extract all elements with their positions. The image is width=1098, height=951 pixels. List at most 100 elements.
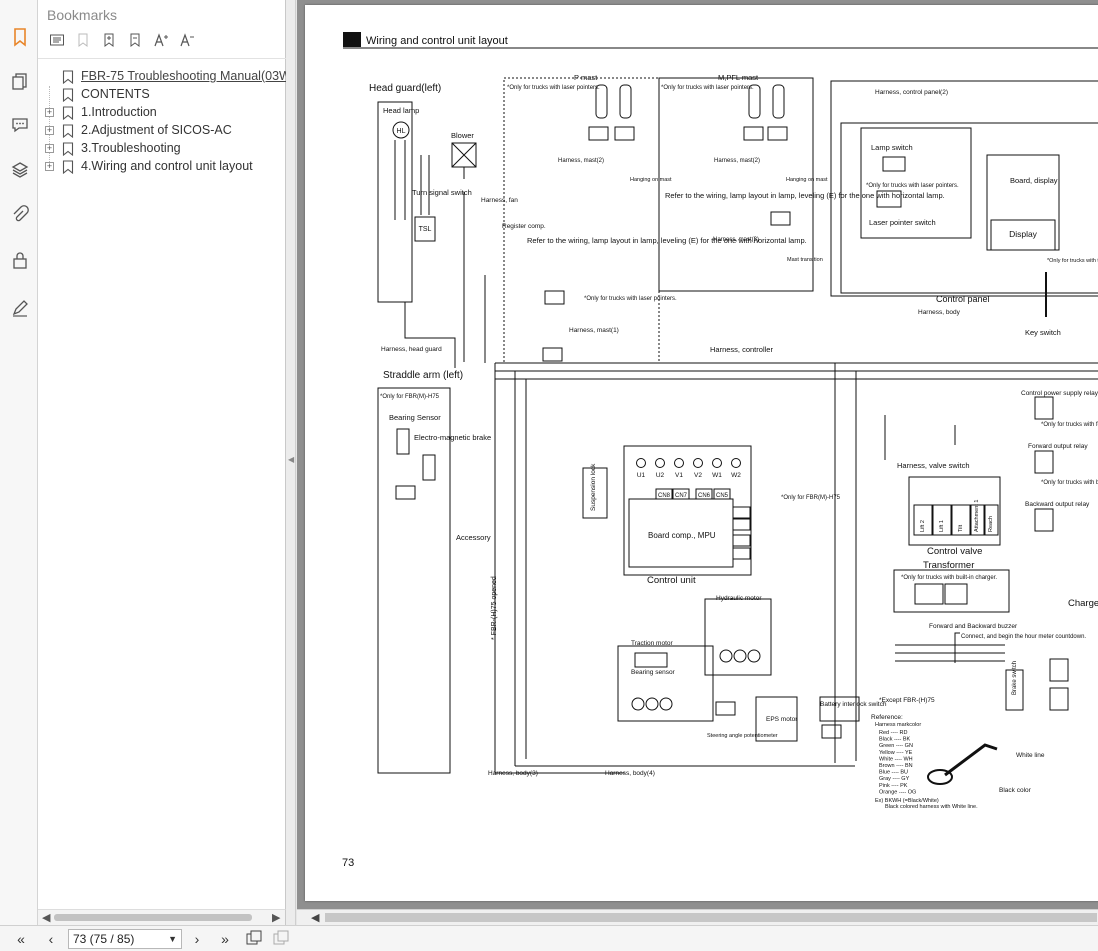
diagram-label: Straddle arm (left)	[383, 370, 463, 381]
bookmark-collapse-icon[interactable]	[124, 29, 146, 51]
expand-icon[interactable]: +	[45, 161, 54, 171]
diagram-label: Forward and Backward buzzer	[929, 623, 1018, 630]
bookmark-item[interactable]: CONTENTS	[38, 86, 286, 104]
connector-label: CN7	[675, 493, 688, 499]
panel-toolbar	[46, 29, 198, 51]
doc-scroll-left-icon[interactable]: ◀	[311, 912, 320, 924]
pages-icon[interactable]	[7, 68, 33, 94]
bookmark-icon	[62, 142, 74, 156]
bookmark-icon	[62, 124, 74, 138]
scroll-right-icon[interactable]: ▶	[272, 912, 281, 924]
terminal-circle	[636, 458, 646, 468]
diagram-label: Hanging on mast	[630, 177, 672, 183]
bookmark-label: 1.Introduction	[81, 105, 157, 119]
diagram-label: *Only for trucks with laser pointers.	[866, 183, 959, 189]
fit-page-icon[interactable]	[243, 930, 265, 948]
next-page-icon[interactable]: ›	[194, 931, 200, 947]
color-code: Black ---- BK	[879, 737, 911, 743]
diagram-label: P mast	[574, 73, 598, 82]
diagram-label: Reference:	[871, 714, 903, 721]
bookmark-item[interactable]: +1.Introduction	[38, 104, 286, 122]
diagram-label: Harness, control panel(2)	[875, 89, 948, 96]
diagram-label: Lamp switch	[871, 143, 913, 152]
options-icon[interactable]	[46, 29, 68, 51]
terminal-label: U2	[656, 472, 665, 479]
color-code: Yellow ---- YE	[879, 750, 913, 756]
diagram-label: Backward output relay	[1025, 501, 1090, 508]
diagram-label: Harness, mast(2)	[558, 158, 604, 164]
diagram-label: Harness, head guard	[381, 346, 442, 353]
diagram-label: Charger	[1068, 598, 1098, 609]
color-code: Brown ---- BN	[879, 763, 913, 769]
color-code: Red ---- RD	[879, 730, 907, 736]
bookmarks-icon[interactable]	[7, 24, 33, 50]
scroll-thumb[interactable]	[54, 914, 252, 921]
last-page-icon[interactable]: »	[221, 931, 229, 947]
bookmark-item[interactable]: +4.Wiring and control unit layout	[38, 158, 286, 176]
diagram-label: Board comp., MPU	[648, 531, 716, 540]
bookmark-item[interactable]: FBR-75 Troubleshooting Manual(03W	[38, 68, 291, 86]
diagram-label: Hydraulic motor	[716, 595, 762, 602]
bookmark-item[interactable]: +2.Adjustment of SICOS-AC	[38, 122, 286, 140]
attachments-icon[interactable]	[7, 202, 33, 228]
collapse-panel-icon[interactable]: ◀	[288, 455, 295, 464]
signatures-icon[interactable]	[7, 295, 33, 321]
page-number-select[interactable]: 73 (75 / 85) ▼	[68, 929, 182, 949]
bookmark-item[interactable]: +3.Troubleshooting	[38, 140, 286, 158]
diagram-label: EPS motor	[766, 716, 798, 723]
terminal-circle	[674, 458, 684, 468]
comments-icon[interactable]	[7, 112, 33, 138]
bookmark-icon	[62, 88, 74, 102]
text-smaller-icon[interactable]	[176, 29, 198, 51]
scroll-left-icon[interactable]: ◀	[42, 912, 51, 924]
bookmark-label: 3.Troubleshooting	[81, 141, 181, 155]
terminal-circle	[712, 458, 722, 468]
document-horizontal-scrollbar[interactable]: ◀	[297, 909, 1098, 925]
diagram-label: Control panel	[936, 294, 990, 304]
bookmark-expand-icon[interactable]	[98, 29, 120, 51]
valve-label: Reach	[988, 516, 994, 532]
terminal-circle	[655, 458, 665, 468]
diagram-label: Connect, and begin the hour meter countd…	[961, 634, 1086, 640]
panel-horizontal-scrollbar[interactable]: ◀ ▶	[38, 909, 286, 925]
side-rail	[0, 0, 38, 925]
diagram-label: Steering angle potentiometer	[707, 733, 778, 739]
previous-page-icon[interactable]: ‹	[48, 931, 54, 947]
diagram-label: Refer to the wiring, lamp layout in lamp…	[665, 191, 945, 200]
diagram-label: Control unit	[647, 575, 696, 586]
expand-icon[interactable]: +	[45, 143, 54, 153]
chevron-down-icon: ▼	[168, 934, 177, 944]
diagram-label: *Only for FBR(M)-H75	[380, 394, 440, 400]
tree-guide-line	[49, 86, 50, 164]
expand-icon[interactable]: +	[45, 107, 54, 117]
valve-label: Attachment 1	[974, 500, 980, 532]
panel-splitter[interactable]: ◀	[286, 0, 296, 925]
valve-label: Lift 1	[939, 520, 945, 532]
security-icon[interactable]	[7, 247, 33, 273]
terminal-label: V1	[675, 472, 683, 479]
diagram-label: Harness, body(4)	[605, 770, 655, 777]
diagram-label: Accessory	[456, 533, 491, 542]
valve-label: Lift 2	[920, 520, 926, 532]
diagram-label: Harness markcolor	[875, 722, 921, 728]
first-page-icon[interactable]: «	[17, 931, 25, 947]
fit-width-icon[interactable]	[270, 930, 292, 948]
expand-icon[interactable]: +	[45, 125, 54, 135]
bookmark-label: CONTENTS	[81, 87, 150, 101]
color-code: Pink ---- PK	[879, 783, 908, 789]
diagram-label: Bearing Sensor	[389, 413, 441, 422]
diagram-label: *Only for FBR(M)-H75	[781, 495, 841, 501]
bookmark-add-icon[interactable]	[72, 29, 94, 51]
layers-icon[interactable]	[7, 157, 33, 183]
terminal-label: W1	[712, 472, 722, 479]
text-larger-icon[interactable]	[150, 29, 172, 51]
doc-scroll-thumb[interactable]	[325, 913, 1097, 922]
diagram-label: Traction motor	[631, 640, 673, 647]
diagram-label: Forward output relay	[1028, 443, 1088, 450]
section-number-box	[343, 32, 361, 47]
diagram-label: Register comp.	[502, 223, 546, 230]
terminal-label: U1	[637, 472, 646, 479]
